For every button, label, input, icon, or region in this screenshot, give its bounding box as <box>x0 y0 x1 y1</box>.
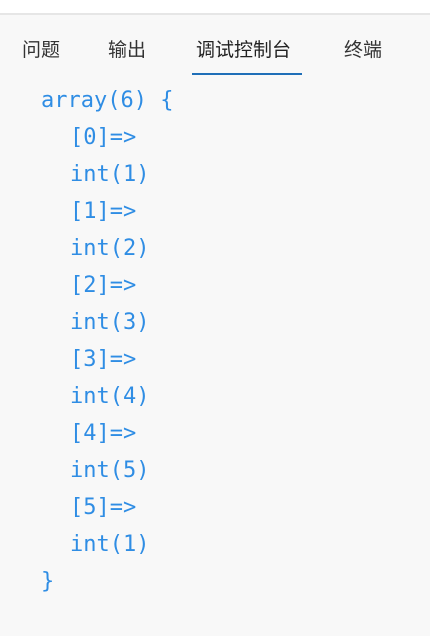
tab-debug-console[interactable]: 调试控制台 <box>196 39 292 61</box>
debug-console-output[interactable]: array(6) { [0]=> int(1) [1]=> int(2) [2]… <box>0 80 430 620</box>
tab-output[interactable]: 输出 <box>108 39 147 61</box>
console-line: [3]=> <box>70 347 137 372</box>
console-line: int(4) <box>70 384 150 409</box>
panel-top-border <box>0 0 430 15</box>
console-line: int(1) <box>70 532 150 557</box>
console-line: [5]=> <box>70 495 137 520</box>
console-line: array(6) { <box>41 88 174 113</box>
console-line: [0]=> <box>70 125 137 150</box>
console-line: int(2) <box>70 236 150 261</box>
console-line: [4]=> <box>70 421 137 446</box>
tab-problems[interactable]: 问题 <box>22 39 61 61</box>
panel-tab-bar: 问题 输出 调试控制台 终端 <box>0 17 430 75</box>
console-line: } <box>41 569 55 594</box>
console-line: int(1) <box>70 162 150 187</box>
tab-terminal[interactable]: 终端 <box>344 39 383 61</box>
console-line: int(3) <box>70 310 150 335</box>
active-tab-underline <box>192 73 302 75</box>
console-line: [1]=> <box>70 199 137 224</box>
console-line: int(5) <box>70 458 150 483</box>
console-line: [2]=> <box>70 273 137 298</box>
